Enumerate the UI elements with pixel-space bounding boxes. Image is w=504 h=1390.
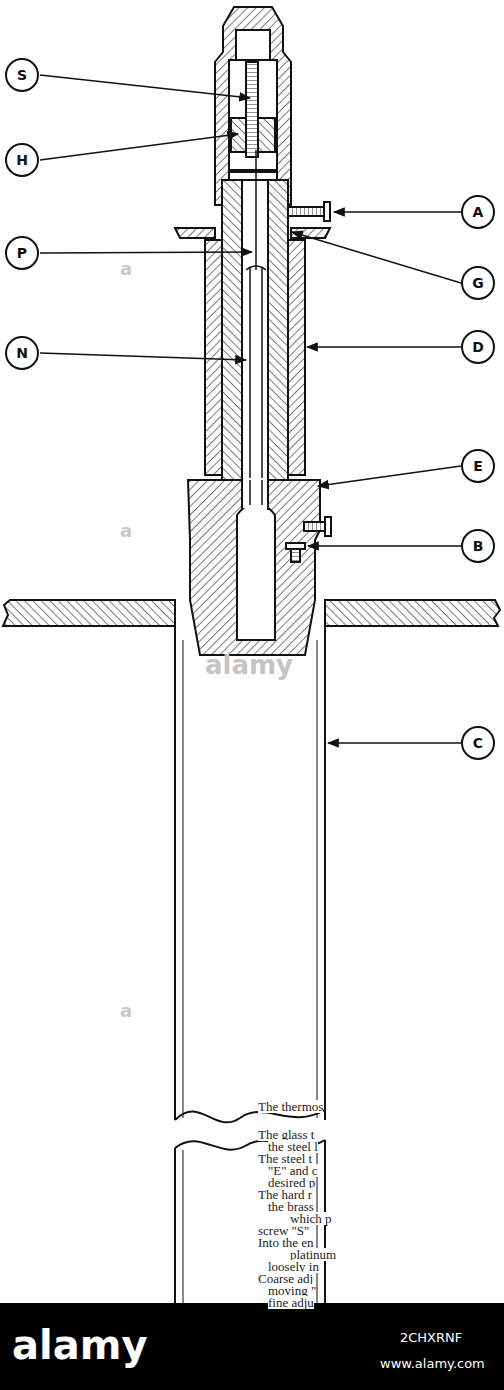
watermark: alamy (205, 650, 293, 680)
watermark: a (120, 258, 132, 279)
callout-circle: S (5, 58, 39, 92)
callout-circle: N (5, 336, 39, 370)
callout-letter: G (472, 275, 484, 291)
callout-letter: E (473, 458, 483, 474)
callout-letter: A (473, 204, 484, 220)
callout-circle: A (461, 195, 495, 229)
callout-letter: N (16, 345, 28, 361)
callout-letter: S (17, 67, 27, 83)
callout-circle: B (461, 529, 495, 563)
stock-logo: alamy (12, 1322, 147, 1368)
callout-circle: C (461, 726, 495, 760)
callout-circle: G (461, 266, 495, 300)
callout-letter: B (473, 538, 484, 554)
callout-circle: D (461, 330, 495, 364)
callout-letter: H (16, 152, 28, 168)
watermark: a (120, 520, 132, 541)
callout-letter: D (472, 339, 484, 355)
stock-url: www.alamy.com (380, 1356, 485, 1371)
callout-circle: E (461, 449, 495, 483)
callout-letter: C (473, 735, 483, 751)
image-id: 2CHXRNF (400, 1330, 462, 1345)
caption-text: fine adju (268, 1296, 314, 1309)
watermark: a (120, 1000, 132, 1021)
callout-letter: P (17, 245, 27, 261)
callout-circle: P (5, 236, 39, 270)
callout-circle: H (5, 143, 39, 177)
caption-text: The thermos (258, 1100, 323, 1113)
